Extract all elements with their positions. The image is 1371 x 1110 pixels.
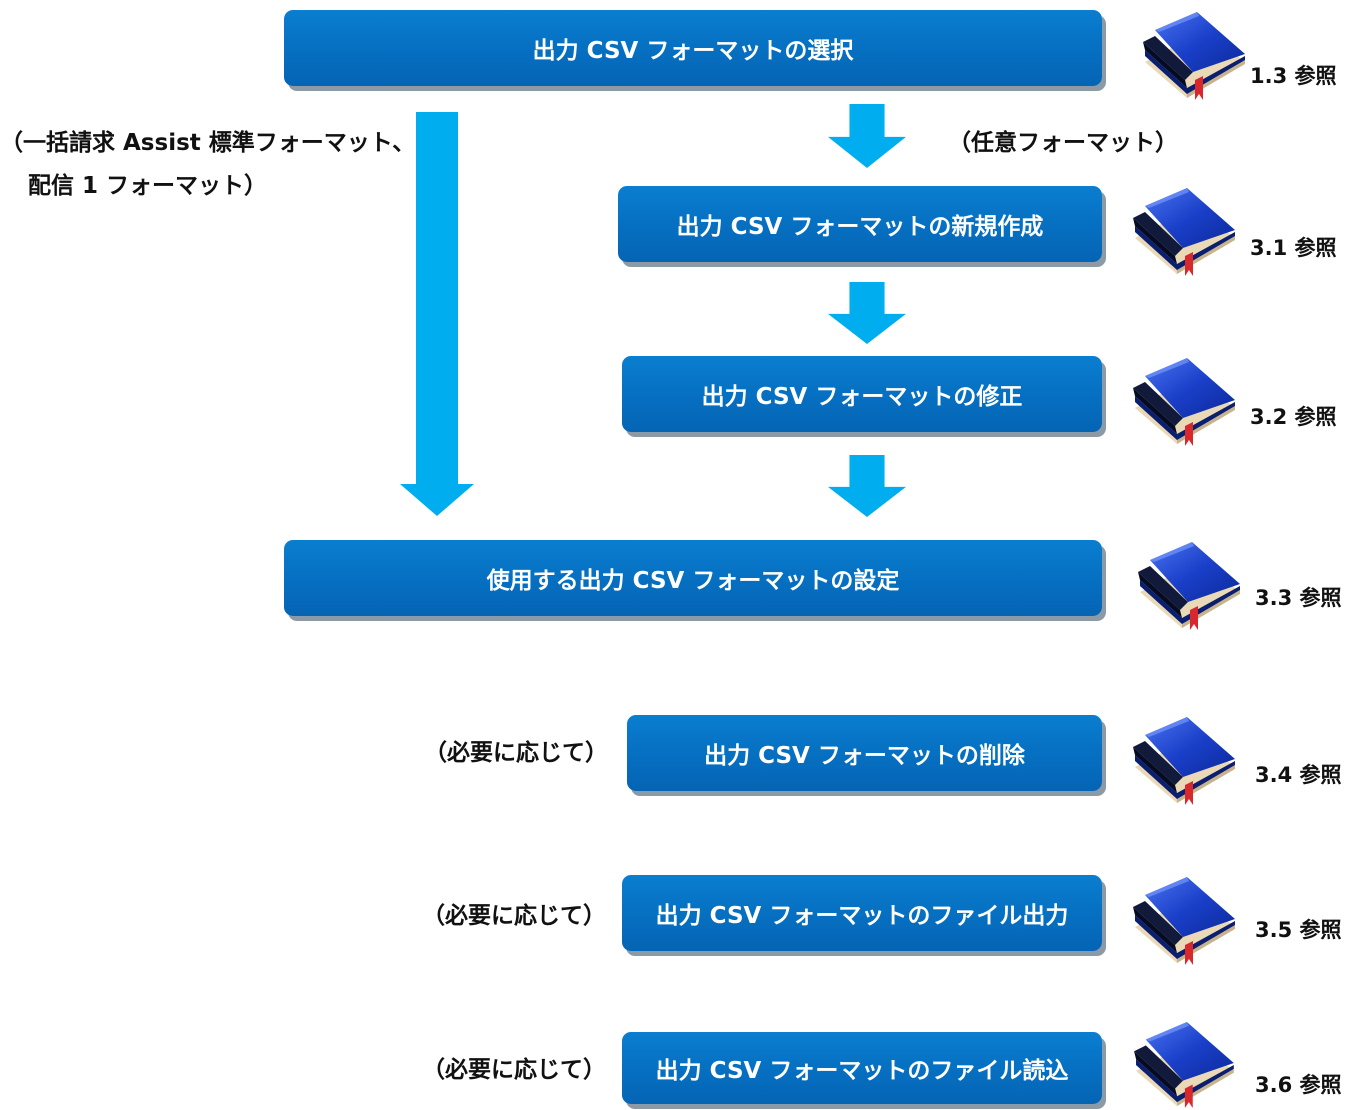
step-delete-format: 出力 CSV フォーマットの削除 xyxy=(627,715,1102,791)
as-needed-label: （必要に応じて） xyxy=(422,1057,606,1083)
step-delete-format-label: 出力 CSV フォーマットの削除 xyxy=(704,743,1025,769)
step-modify-format-label: 出力 CSV フォーマットの修正 xyxy=(701,384,1023,410)
left-branch-label-line1: （一括請求 Assist 標準フォーマット、 xyxy=(0,130,416,156)
step-create-format: 出力 CSV フォーマットの新規作成 xyxy=(618,186,1102,262)
step-file-output-label: 出力 CSV フォーマットのファイル出力 xyxy=(655,903,1069,929)
reference-label: 3.2 参照 xyxy=(1250,405,1337,429)
right-branch-label: （任意フォーマット） xyxy=(948,130,1178,156)
reference-label: 1.3 参照 xyxy=(1250,64,1337,88)
step-file-output: 出力 CSV フォーマットのファイル出力 xyxy=(622,875,1102,951)
book-icon xyxy=(1133,877,1235,965)
book-icon xyxy=(1133,358,1235,446)
reference-label: 3.4 参照 xyxy=(1255,763,1342,787)
as-needed-label: （必要に応じて） xyxy=(424,740,608,766)
step-select-format-label: 出力 CSV フォーマットの選択 xyxy=(532,38,854,64)
down-arrow-icon xyxy=(828,455,906,517)
book-icon xyxy=(1143,12,1245,100)
down-arrow-icon xyxy=(828,282,906,344)
left-branch-label-line2: 配信 1 フォーマット） xyxy=(28,173,268,199)
step-set-format-label: 使用する出力 CSV フォーマットの設定 xyxy=(486,568,900,594)
step-set-format: 使用する出力 CSV フォーマットの設定 xyxy=(284,540,1102,616)
down-arrow-icon xyxy=(400,112,474,516)
reference-label: 3.5 参照 xyxy=(1255,918,1342,942)
step-file-read-label: 出力 CSV フォーマットのファイル読込 xyxy=(655,1058,1069,1084)
reference-label: 3.1 参照 xyxy=(1250,236,1337,260)
book-icon xyxy=(1133,188,1235,276)
book-icon xyxy=(1138,542,1240,630)
book-icon xyxy=(1134,1021,1234,1108)
reference-label: 3.6 参照 xyxy=(1255,1073,1342,1097)
down-arrow-icon xyxy=(828,104,906,168)
reference-label: 3.3 参照 xyxy=(1255,586,1342,610)
step-modify-format: 出力 CSV フォーマットの修正 xyxy=(622,356,1102,432)
book-icon xyxy=(1133,717,1235,805)
as-needed-label: （必要に応じて） xyxy=(422,903,606,929)
step-file-read: 出力 CSV フォーマットのファイル読込 xyxy=(622,1032,1102,1104)
step-select-format: 出力 CSV フォーマットの選択 xyxy=(284,10,1102,86)
step-create-format-label: 出力 CSV フォーマットの新規作成 xyxy=(676,214,1044,240)
